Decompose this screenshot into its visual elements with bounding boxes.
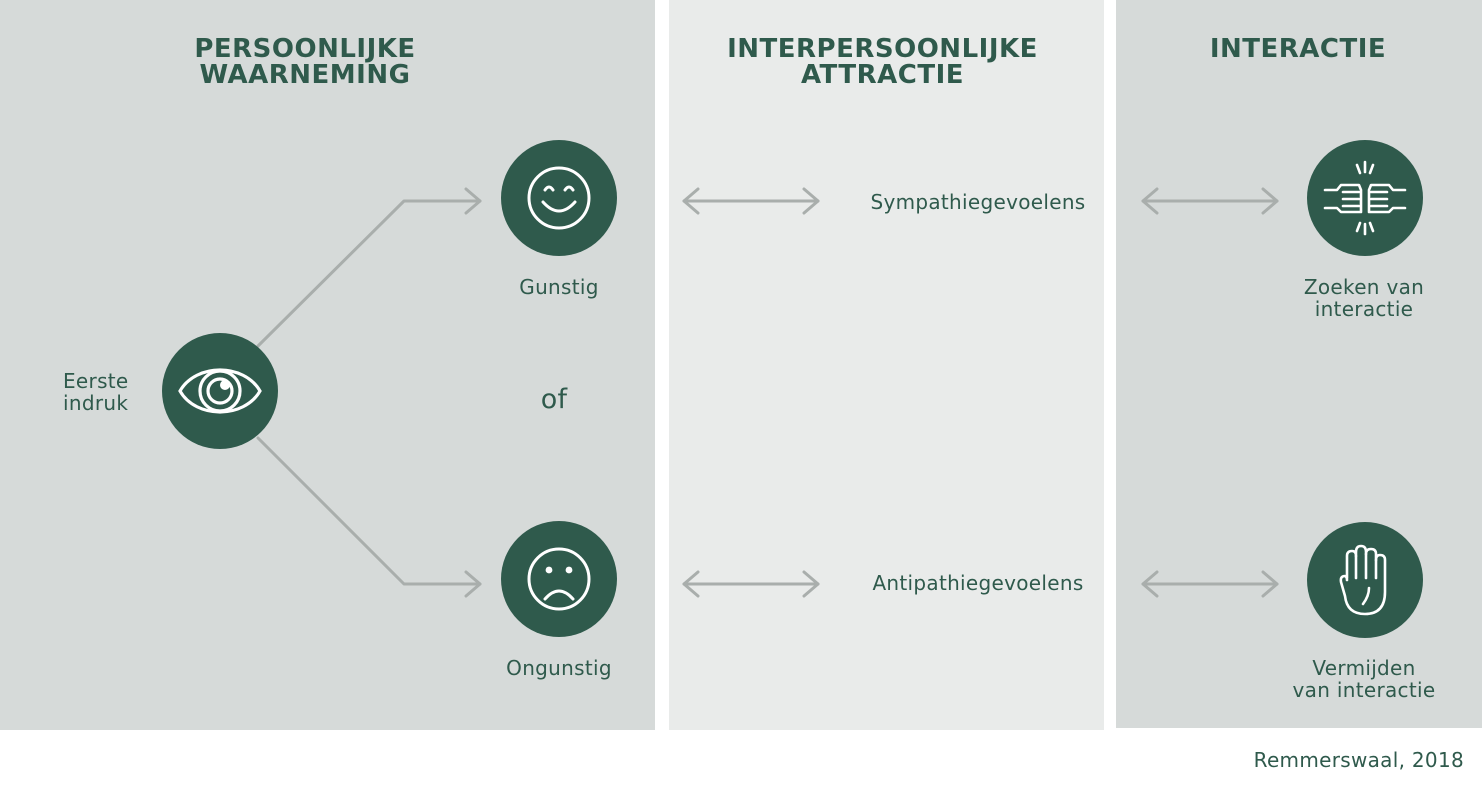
first-impression-label: Eerste indruk (63, 369, 129, 415)
attraction-header: INTERPERSOONLIJKE ATTRACTIE (727, 34, 1038, 90)
seek-interaction-node (1307, 140, 1423, 256)
raised-hand-icon (1339, 544, 1387, 616)
sad-face-icon (527, 547, 591, 611)
interaction-panel (1116, 0, 1482, 728)
avoid-interaction-node (1307, 522, 1423, 638)
sympathy-label: Sympathiegevoelens (870, 190, 1086, 214)
perception-header: PERSOONLIJKE WAARNEMING (194, 34, 416, 90)
branch-down-arrowhead (464, 570, 482, 598)
branch-up-arrowhead (464, 187, 482, 215)
interaction-header: INTERACTIE (1209, 34, 1387, 64)
favorable-node (501, 140, 617, 256)
eye-icon (178, 368, 262, 414)
attraction-panel (669, 0, 1104, 730)
or-label: of (540, 384, 568, 415)
fist-bump-icon (1323, 160, 1407, 236)
branch-up-line (256, 199, 482, 348)
seek-interaction-label: Zoeken van interactie (1303, 275, 1425, 321)
first-impression-node (162, 333, 278, 449)
branch-down-line (256, 436, 482, 586)
antipathy-label: Antipathiegevoelens (872, 571, 1084, 595)
unfavorable-label: Ongunstig (506, 656, 612, 680)
avoid-interaction-label: Vermijden van interactie (1292, 656, 1436, 702)
smiley-icon (527, 166, 591, 230)
favorable-label: Gunstig (519, 275, 599, 299)
source-credit: Remmerswaal, 2018 (1253, 748, 1464, 772)
unfavorable-node (501, 521, 617, 637)
